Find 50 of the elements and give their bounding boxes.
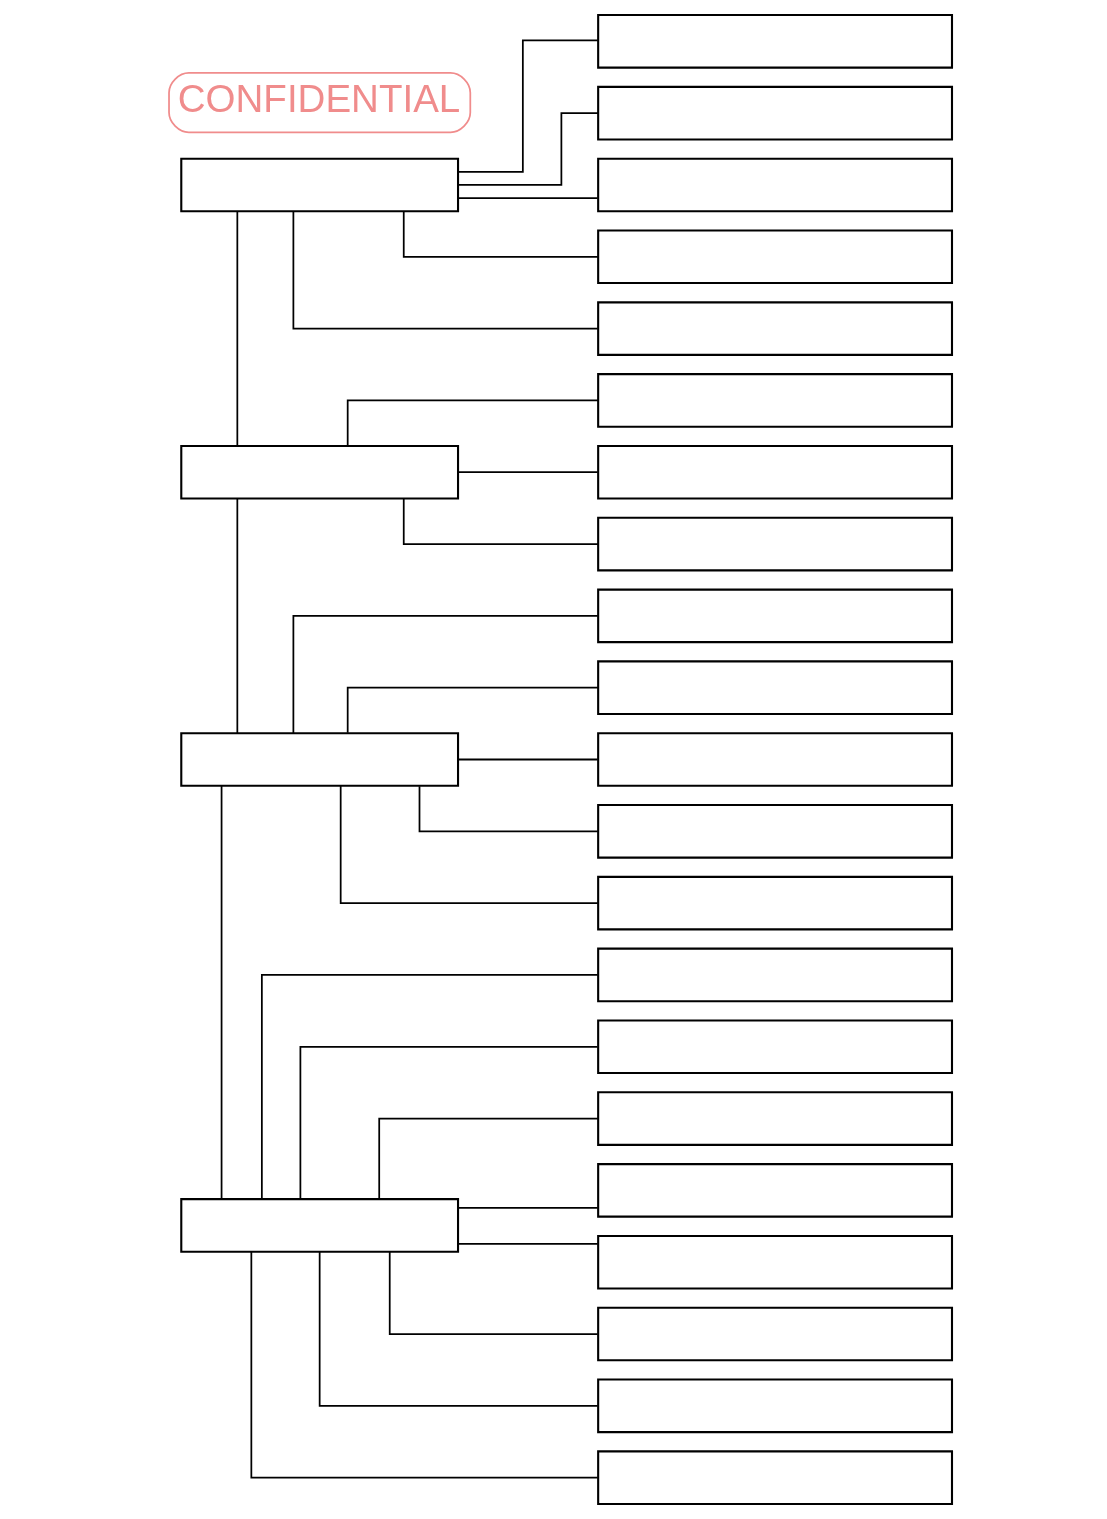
label: CONFIDENTIAL [177,77,461,121]
node-box [597,85,954,141]
node-box [597,516,954,572]
connector [418,785,599,833]
node-box [597,1450,954,1505]
connector [250,1251,599,1479]
connector [402,210,599,258]
node-box [597,444,954,500]
connector [457,1207,599,1209]
node-box [597,732,954,787]
node-box [597,947,954,1003]
connector [339,784,599,904]
node-box [597,588,954,644]
node-box [597,1234,954,1290]
node-box [597,1378,954,1434]
node-box [180,157,460,213]
connector [236,210,239,447]
node-box [597,1091,954,1146]
connector [402,498,599,545]
connector [292,615,599,735]
node-box [597,157,954,213]
connector [346,686,600,734]
connector [457,471,599,474]
node-box [597,875,954,931]
connector [299,1045,599,1200]
node-box [180,1198,460,1253]
connector [457,112,599,186]
node-box [597,14,954,69]
connector [346,399,600,447]
node-box [597,229,954,285]
connector [378,1117,599,1200]
node-box [597,1163,954,1218]
node-box [597,1306,954,1362]
connector [236,497,239,734]
node-box [597,804,954,859]
connector [261,974,599,1200]
connector [457,39,599,173]
node-box [597,660,954,715]
connector [220,785,223,1200]
connector [388,1250,599,1335]
connector [457,1242,599,1245]
node-box [597,301,954,356]
connector [457,197,599,199]
node-box [180,732,460,787]
node-box [597,1019,954,1075]
connector [292,210,599,330]
node-box [597,373,954,428]
connector [457,758,599,761]
node-box [180,444,460,500]
connector [318,1251,599,1407]
